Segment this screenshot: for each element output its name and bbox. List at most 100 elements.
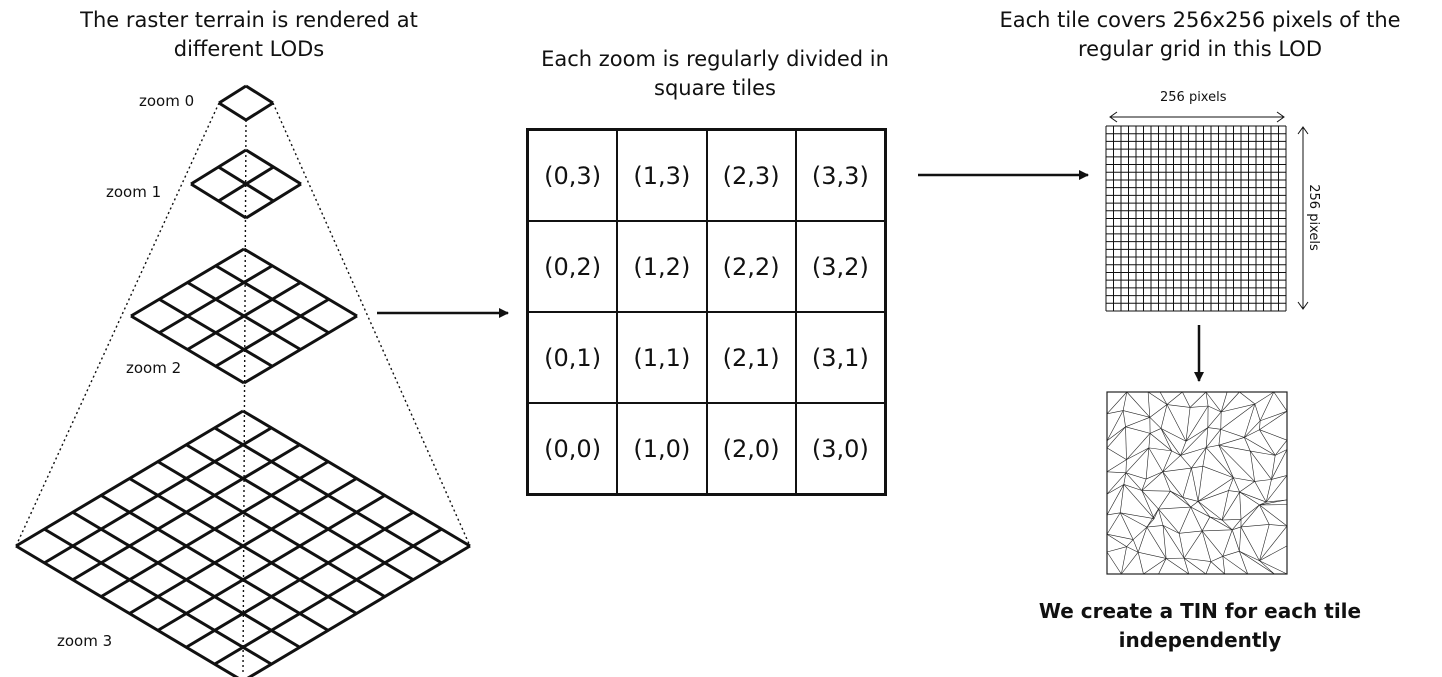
tin-edge — [1201, 530, 1212, 562]
tin-edge — [1209, 516, 1223, 521]
tin-edge — [1182, 391, 1191, 408]
tin-edge — [1106, 447, 1127, 460]
tin-edge — [1232, 519, 1242, 531]
tin-edge — [1160, 428, 1172, 452]
tin-edge — [1239, 551, 1249, 575]
tin-edge — [1106, 391, 1128, 415]
tin-edge — [1254, 481, 1267, 503]
zoom-2-grid-line — [243, 314, 358, 385]
tin-edge — [1106, 512, 1121, 535]
tin-edge — [1259, 420, 1261, 430]
tin-edge — [1148, 447, 1164, 472]
tin-edge — [1205, 427, 1209, 448]
tin-edge — [1180, 427, 1209, 456]
pixel-width-label: 256 pixels — [1160, 90, 1227, 105]
tin-edge — [1220, 391, 1228, 413]
tin-edge — [1183, 557, 1207, 575]
tin-edge — [1210, 556, 1223, 562]
tin-edge — [1126, 546, 1139, 553]
tin-edge — [1239, 492, 1242, 520]
tin-edge — [1162, 525, 1167, 559]
left-title: The raster terrain is rendered at differ… — [60, 6, 438, 64]
tin-edge — [1162, 525, 1180, 534]
tin-edge — [1119, 512, 1134, 540]
left-title-line-2: different LODs — [173, 37, 325, 61]
tin-edge — [1120, 512, 1155, 519]
tin-edge — [1222, 550, 1240, 557]
tin-edge — [1160, 404, 1168, 429]
zoom-2-grid-line — [158, 297, 274, 368]
tin-edge — [1240, 524, 1270, 528]
zoom-3-grid-line — [185, 510, 415, 649]
tin-edge — [1149, 428, 1162, 434]
middle-title-line-1: Each zoom is regularly divided in — [541, 47, 889, 71]
tin-edge — [1220, 403, 1256, 430]
tin-edge — [1207, 411, 1222, 428]
tin-edge — [1162, 455, 1181, 473]
tin-edge — [1228, 490, 1240, 493]
zoom-0-label: zoom 0 — [139, 92, 195, 110]
tin-edge — [1106, 472, 1127, 495]
tin-edge — [1182, 497, 1199, 502]
tin-edge — [1228, 477, 1234, 491]
tin-edge — [1123, 484, 1155, 519]
width-dimension-arrow — [1109, 111, 1285, 123]
tin-edge — [1138, 551, 1167, 559]
tin-edge — [1222, 556, 1226, 575]
tin-edge — [1232, 526, 1242, 531]
tin-edge — [1184, 557, 1211, 562]
tin-edge — [1221, 403, 1255, 413]
tile-cell: (0,0) — [528, 403, 618, 494]
tin-edge — [1239, 550, 1275, 575]
tin-edge — [1205, 391, 1209, 407]
height-dimension-arrow — [1297, 126, 1309, 310]
tin-edge — [1185, 407, 1191, 442]
tin-edge — [1132, 539, 1139, 553]
tin-edge — [1220, 429, 1245, 438]
tin-edge — [1271, 449, 1288, 480]
tin-edge — [1210, 561, 1225, 575]
tin-edge — [1141, 490, 1159, 510]
tin-edge — [1218, 445, 1234, 478]
tin-edge — [1106, 533, 1134, 540]
zoom-0-grid-line — [218, 84, 247, 105]
tin-edge — [1145, 447, 1150, 480]
tin-edge — [1120, 512, 1148, 528]
tin-edge — [1126, 433, 1151, 460]
tin-edge — [1158, 508, 1164, 526]
tile-grid: (0,3)(1,3)(2,3)(3,3)(0,2)(1,2)(2,2)(3,2)… — [526, 128, 887, 496]
tin-edge — [1191, 447, 1207, 469]
tin-edge — [1146, 525, 1164, 528]
zoom-3-grid-line — [157, 494, 386, 632]
tile-cell: (0,2) — [528, 221, 618, 312]
tin-edge — [1143, 558, 1167, 575]
tin-edge — [1202, 447, 1207, 467]
tin-edge — [1259, 545, 1288, 561]
tile-cell: (1,0) — [617, 403, 707, 494]
tin-edge — [1250, 450, 1272, 480]
tin-caption-line-2: independently — [1118, 628, 1282, 652]
zoom-3-grid-line — [100, 494, 329, 632]
tin-edge — [1178, 533, 1185, 559]
tin-edge — [1125, 459, 1127, 473]
tin-edge — [1205, 561, 1212, 575]
tin-edge — [1141, 471, 1163, 491]
tin-edge — [1141, 478, 1147, 491]
zoom-1-label: zoom 1 — [106, 183, 162, 201]
right-title-line-2: regular grid in this LOD — [1077, 37, 1322, 61]
tile-cell: (3,0) — [795, 403, 885, 494]
tin-edge — [1148, 447, 1172, 452]
pyramid-edge-right — [272, 102, 471, 547]
tin-edge — [1183, 558, 1190, 575]
tin-edge — [1106, 484, 1124, 495]
tin-edge — [1121, 552, 1139, 575]
tin-edge — [1221, 519, 1233, 531]
tin-edge — [1254, 391, 1274, 405]
tin-edge — [1106, 546, 1127, 553]
tin-edge — [1254, 403, 1261, 421]
tin-caption: We create a TIN for each tile independen… — [1010, 597, 1390, 655]
tin-edge — [1218, 429, 1222, 446]
tin-edge — [1122, 391, 1128, 411]
tin-edge — [1239, 491, 1260, 506]
tin-edge — [1259, 429, 1288, 441]
